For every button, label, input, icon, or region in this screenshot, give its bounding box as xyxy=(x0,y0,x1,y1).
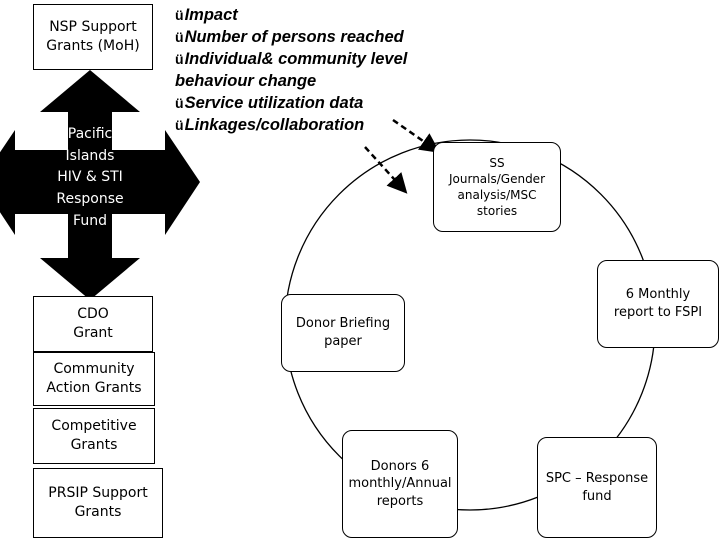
response-fund-label: Pacific Islands HIV & STI Response Fund xyxy=(56,126,124,229)
donors-reports-box: Donors 6 monthly/Annual reports xyxy=(342,430,458,538)
check-mark-icon: ü xyxy=(175,29,184,45)
check-mark-icon: ü xyxy=(175,51,184,67)
cdo-grant-box: CDO Grant xyxy=(33,296,153,352)
check-item: üImpact xyxy=(175,6,238,24)
check-item: üIndividual& community level behaviour c… xyxy=(175,50,408,90)
check-mark-icon: ü xyxy=(175,117,184,133)
spc-response-box: SPC – Response fund xyxy=(537,437,657,538)
impact-checklist: üImpact üNumber of persons reached üIndi… xyxy=(175,4,465,136)
check-item: üService utilization data xyxy=(175,94,364,112)
monthly-report-fspi-box: 6 Monthly report to FSPI xyxy=(597,260,719,348)
donor-briefing-box: Donor Briefing paper xyxy=(281,294,405,372)
check-mark-icon: ü xyxy=(175,7,184,23)
community-action-box: Community Action Grants xyxy=(33,352,155,406)
prsip-support-box: PRSIP Support Grants xyxy=(33,468,163,538)
check-mark-icon: ü xyxy=(175,95,184,111)
check-item: üNumber of persons reached xyxy=(175,28,404,46)
nsp-support-box: NSP Support Grants (MoH) xyxy=(33,4,153,70)
dashed-pointer-top xyxy=(392,118,441,153)
journals-box: SS Journals/Gender analysis/MSC stories xyxy=(433,142,561,232)
check-item: üLinkages/collaboration xyxy=(175,116,365,134)
competitive-grants-box: Competitive Grants xyxy=(33,408,155,464)
four-way-arrow xyxy=(0,70,200,300)
